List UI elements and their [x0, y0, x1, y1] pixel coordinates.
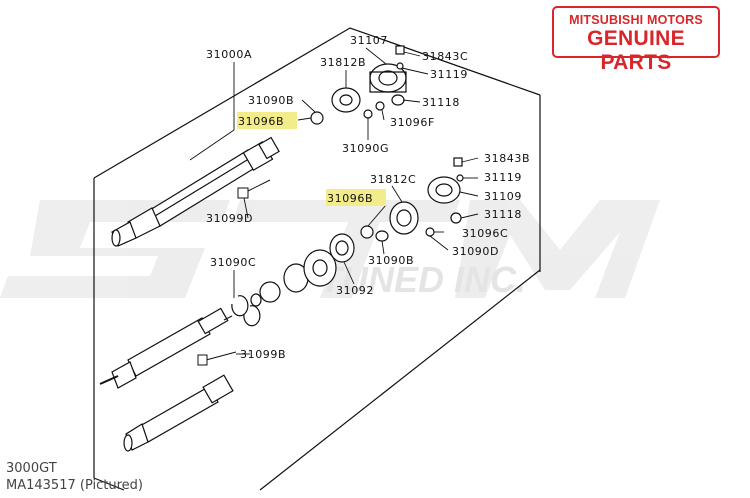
label-31090C: 31090C — [210, 256, 256, 269]
rear-propeller-shaft — [99, 307, 233, 389]
label-31843B: 31843B — [484, 152, 530, 165]
watermark-text: TUNED INC. — [320, 259, 526, 300]
label-31812C: 31812C — [370, 173, 416, 186]
label-31099B: 31099B — [240, 348, 286, 361]
label-31090B-mid: 31090B — [368, 254, 414, 267]
label-31107: 31107 — [350, 34, 388, 47]
label-31090G: 31090G — [342, 142, 389, 155]
label-31096C: 31096C — [462, 227, 508, 240]
center-bearing-upper — [310, 45, 407, 125]
label-31118-top: 31118 — [422, 96, 460, 109]
front-propeller-shaft — [111, 136, 280, 247]
label-31109: 31109 — [484, 190, 522, 203]
label-31090B-top: 31090B — [248, 94, 294, 107]
bolt-31099B — [197, 351, 237, 366]
center-bearing-middle — [360, 157, 464, 242]
label-31000A: 31000A — [206, 48, 252, 61]
leader-lines — [189, 47, 479, 355]
part-number-caption: MA143517 (Pictured) — [6, 478, 143, 493]
highlight-31096B-top — [237, 112, 297, 129]
label-31090D: 31090D — [452, 245, 499, 258]
label-31099D: 31099D — [206, 212, 253, 225]
label-31118-mid: 31118 — [484, 208, 522, 221]
label-31096B-top: 31096B — [238, 115, 284, 128]
label-31096F: 31096F — [390, 116, 435, 129]
badge-brand: MITSUBISHI MOTORS — [569, 13, 703, 27]
label-31119-top: 31119 — [430, 68, 468, 81]
genuine-parts-badge: MITSUBISHI MOTORS GENUINE PARTS — [552, 6, 720, 74]
badge-title: GENUINE PARTS — [587, 27, 685, 74]
highlight-31096B-mid — [326, 189, 386, 206]
label-31843C: 31843C — [422, 50, 468, 63]
bolt-31099D — [237, 179, 271, 199]
model-name: 3000GT — [6, 461, 57, 476]
label-31092: 31092 — [336, 284, 374, 297]
intermediate-shaft — [123, 374, 234, 452]
label-31119-mid: 31119 — [484, 171, 522, 184]
label-31812B: 31812B — [320, 56, 366, 69]
label-31096B-mid: 31096B — [327, 192, 373, 205]
diagram-frame — [93, 27, 541, 491]
coupling-assembly — [231, 233, 355, 327]
